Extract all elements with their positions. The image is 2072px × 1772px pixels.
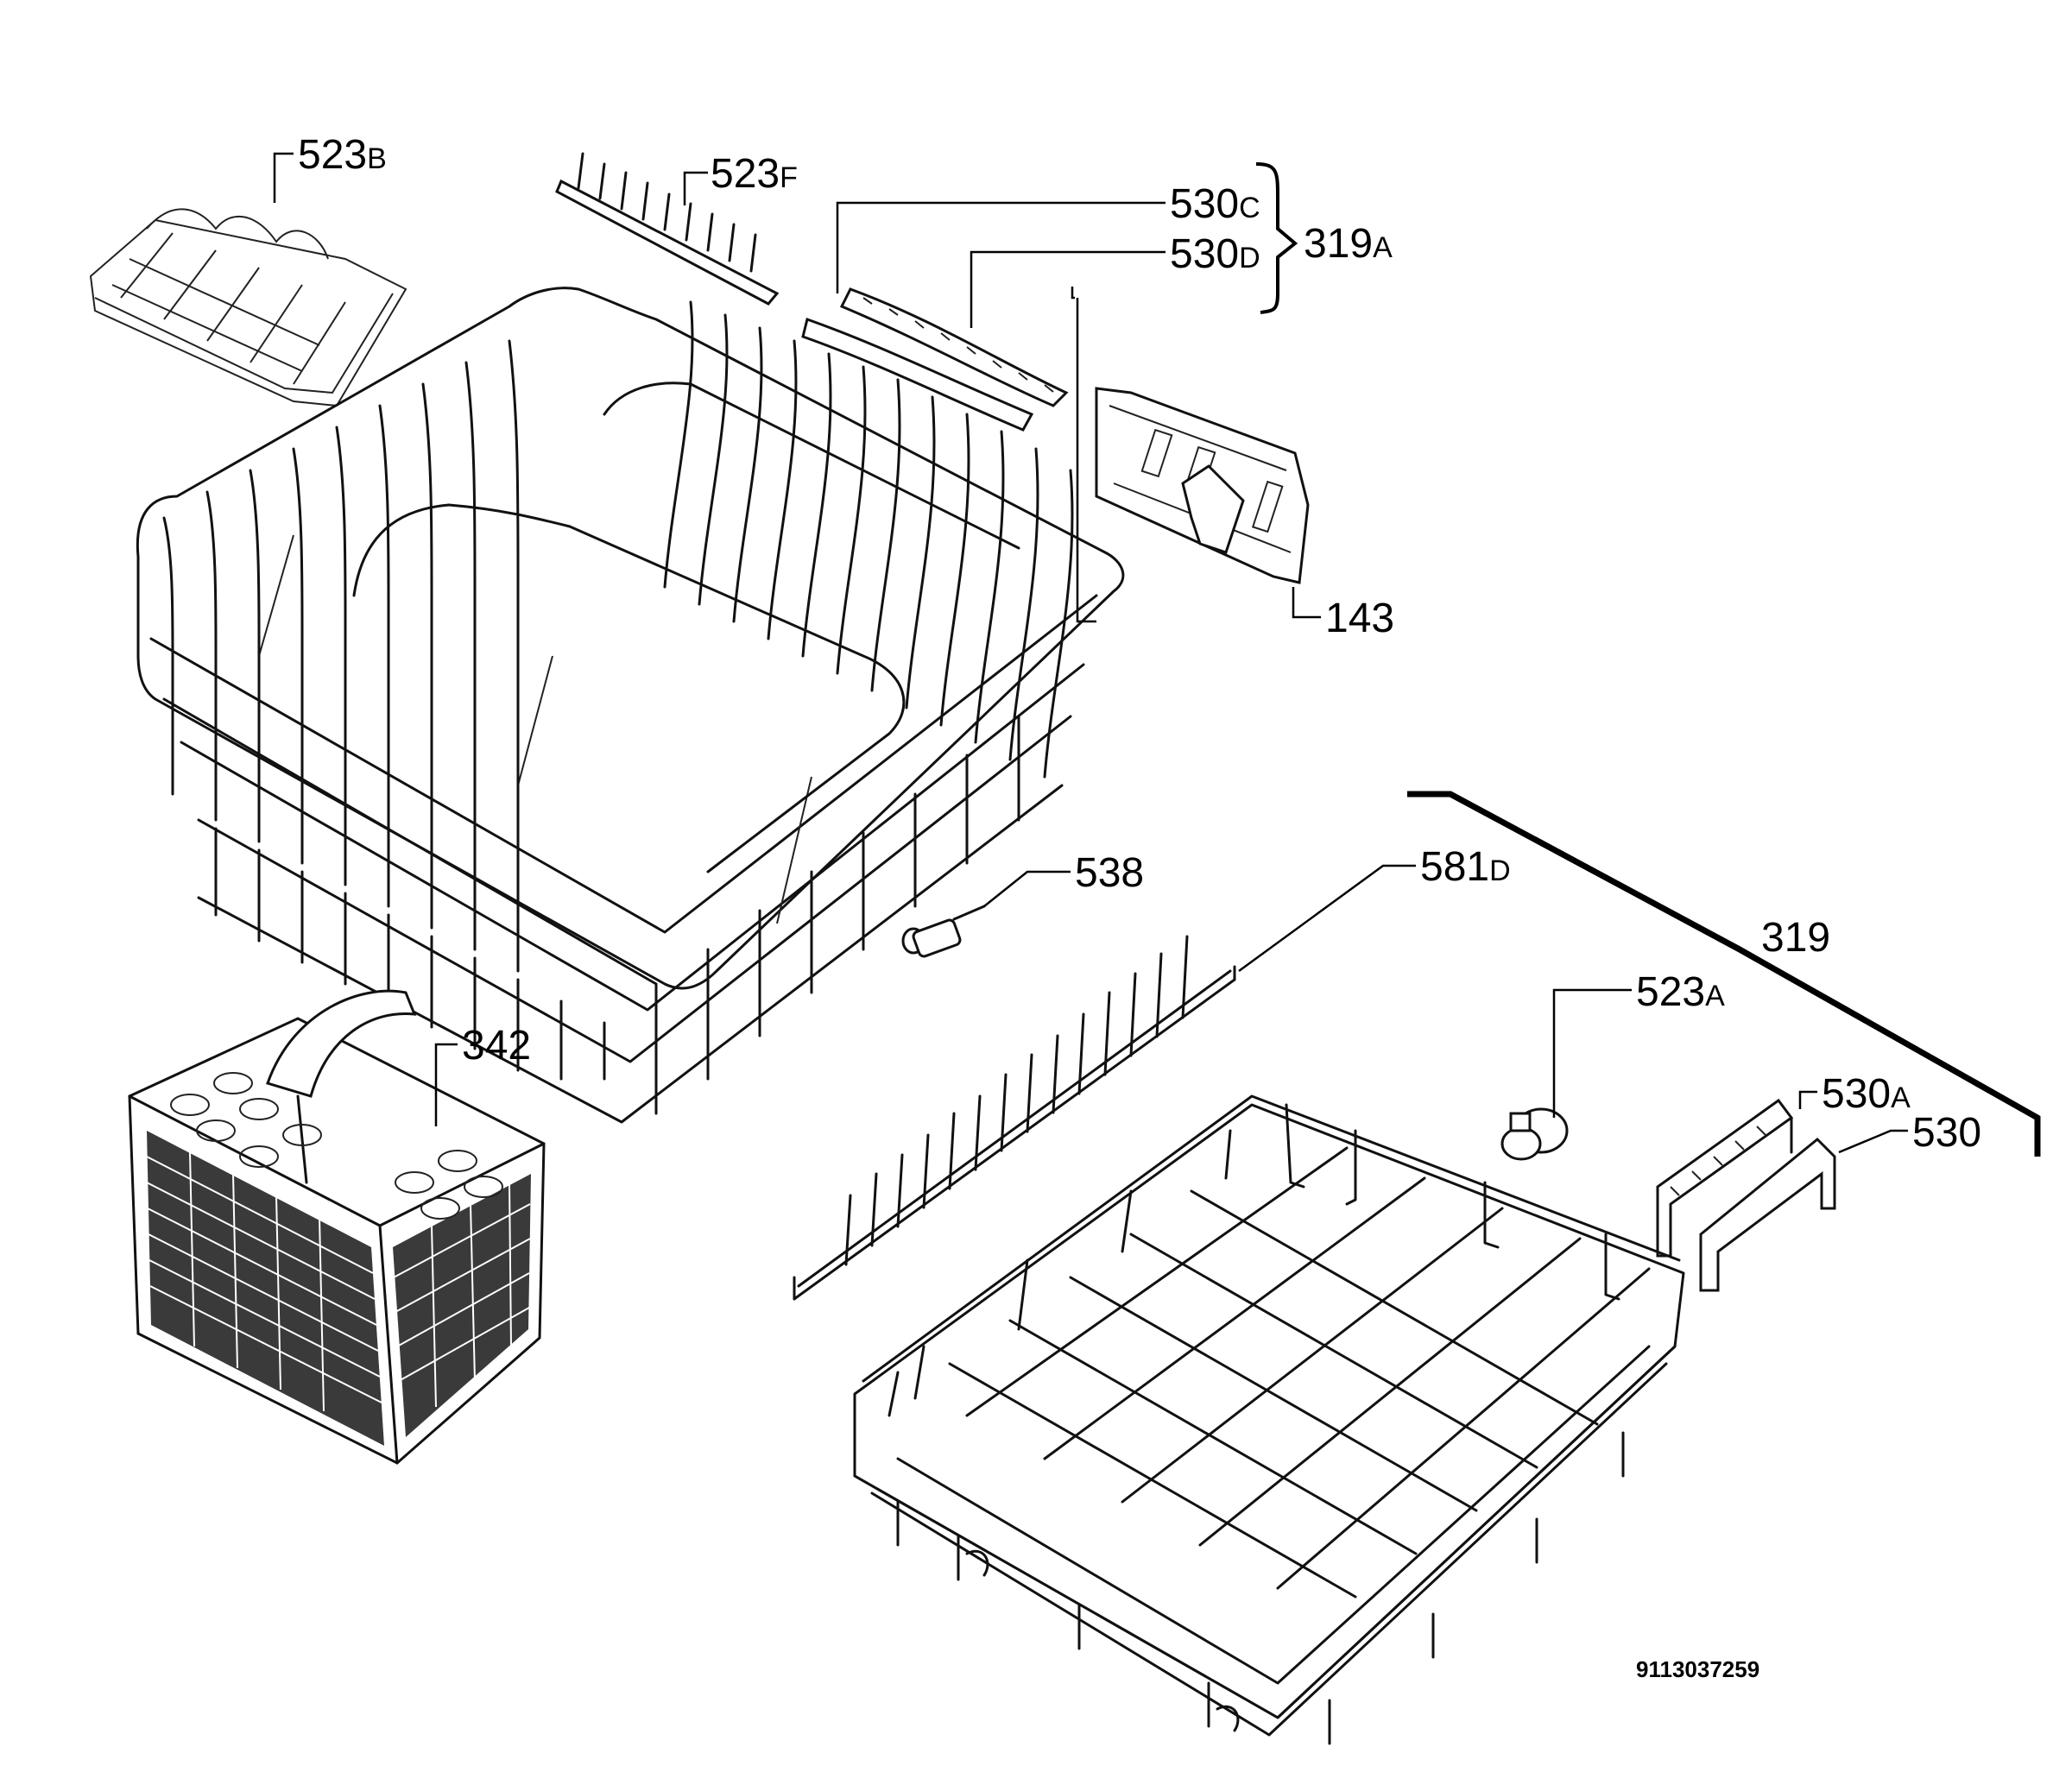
part-342-cutlery-basket[interactable]	[128, 989, 546, 1465]
upper-basket[interactable]	[136, 287, 1125, 1124]
label-523b: 523B	[298, 132, 387, 178]
part-581d-tine-row[interactable]	[793, 935, 1236, 1301]
label-581d: 581D	[1420, 844, 1511, 890]
label-530: 530	[1912, 1110, 1981, 1156]
part-530-clip[interactable]	[1699, 1137, 1836, 1292]
part-523a-wheel[interactable]	[1500, 1107, 1569, 1161]
label-342: 342	[462, 1023, 531, 1069]
part-538-roller-axle[interactable]	[901, 905, 986, 958]
label-530c: 530C	[1170, 181, 1260, 227]
label-530a: 530A	[1822, 1071, 1911, 1117]
part-530c-strip[interactable]	[801, 318, 1034, 432]
label-523a: 523A	[1636, 969, 1725, 1015]
part-143-bracket-plate[interactable]	[1095, 387, 1310, 584]
label-538: 538	[1075, 850, 1144, 896]
label-319: 319	[1761, 915, 1830, 961]
label-523f: 523F	[711, 151, 798, 197]
part-523b-cutlery-tray[interactable]	[89, 208, 407, 407]
part-530a-clip[interactable]	[1656, 1098, 1794, 1258]
label-143: 143	[1325, 596, 1394, 641]
document-number: 9113037259	[1636, 1656, 1759, 1682]
label-319a: 319A	[1304, 221, 1393, 267]
label-530d: 530D	[1170, 231, 1260, 277]
part-530d-strip[interactable]	[839, 287, 1069, 407]
lower-basket[interactable]	[853, 1094, 1685, 1745]
part-523f-tine-comb[interactable]	[555, 152, 780, 306]
